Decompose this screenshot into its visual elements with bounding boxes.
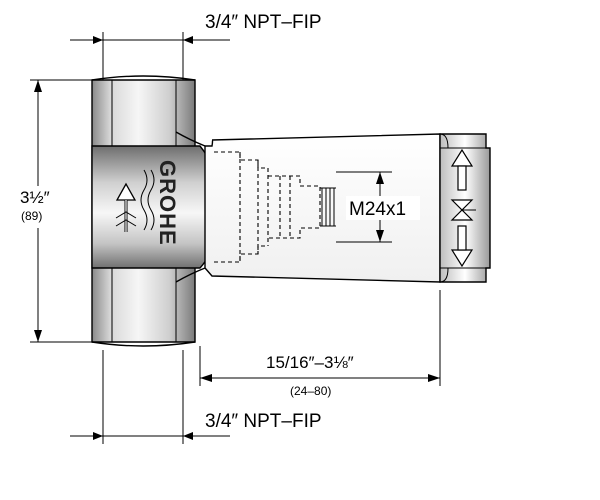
grohe-logo-text: GROHE xyxy=(155,160,180,246)
top-connection-dimension: 3/4″ NPT–FIP xyxy=(70,12,322,80)
bottom-connection-dimension: 3/4″ NPT–FIP xyxy=(70,350,322,444)
top-connection-label: 3/4″ NPT–FIP xyxy=(205,12,322,33)
valve-body xyxy=(91,75,218,347)
extension-cone xyxy=(204,133,441,283)
spline-stem xyxy=(320,187,336,227)
depth-inch-label: 15/16″–3⅛″ xyxy=(266,353,354,372)
valve-symbol-icon xyxy=(450,199,476,221)
end-cap xyxy=(439,133,491,283)
height-dimension: 3½″ (89) xyxy=(16,79,100,343)
thread-dimension: M24x1 xyxy=(336,171,420,243)
grohe-logo: GROHE xyxy=(140,160,180,246)
depth-dimension: 15/16″–3⅛″ (24–80) xyxy=(199,290,441,398)
thread-label: M24x1 xyxy=(349,199,406,220)
height-inch-label: 3½″ xyxy=(20,188,50,207)
height-mm-label: (89) xyxy=(21,209,42,223)
flow-arrow-icon xyxy=(115,182,137,232)
depth-mm-label: (24–80) xyxy=(290,384,331,398)
adjust-arrows-icon xyxy=(450,148,474,268)
bottom-connection-label: 3/4″ NPT–FIP xyxy=(205,411,322,432)
